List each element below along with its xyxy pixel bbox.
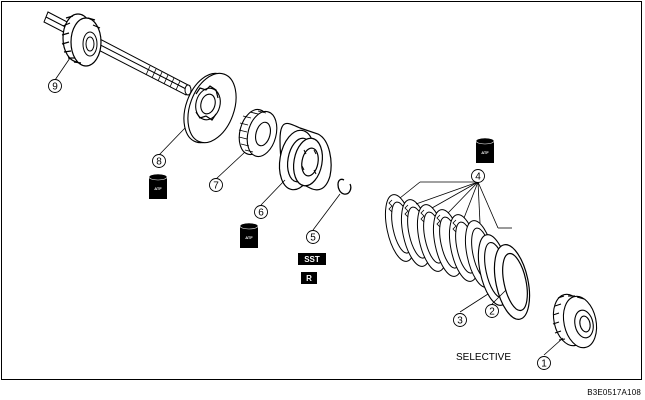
figure-frame <box>1 1 642 380</box>
callout-number: 9 <box>52 82 58 93</box>
figure-code: B3E0517A108 <box>587 388 641 397</box>
needle-bearing <box>238 108 278 158</box>
callout-number: 4 <box>475 172 481 183</box>
sst-badge: SST <box>298 253 326 265</box>
shaft-with-gear <box>43 11 192 96</box>
callout-1: 1 <box>537 356 551 370</box>
callout-number: 2 <box>489 307 495 318</box>
callout-6: 6 <box>254 205 268 219</box>
clutch-plates <box>384 194 496 288</box>
atf-container: ATF <box>148 173 168 199</box>
atf-label: ATF <box>481 150 489 155</box>
sst-label: SST <box>304 255 320 264</box>
callout-number: 7 <box>213 181 219 192</box>
callout-number: 3 <box>457 316 463 327</box>
selective-label: SELECTIVE <box>456 352 511 363</box>
callout-number: 6 <box>258 208 264 219</box>
leader-lines <box>54 57 564 356</box>
r-badge: R <box>301 272 317 284</box>
callout-5: 5 <box>306 230 320 244</box>
clutch-drum <box>278 122 332 191</box>
callout-8: 8 <box>152 154 166 168</box>
thrust-washer <box>183 72 237 144</box>
callout-2: 2 <box>485 304 499 318</box>
callout-3: 3 <box>453 313 467 327</box>
retaining-plate <box>493 244 531 320</box>
atf-container: ATF <box>239 222 259 248</box>
callout-7: 7 <box>209 178 223 192</box>
callout-number: 5 <box>310 233 316 244</box>
gear-part <box>552 293 598 349</box>
callout-number: 1 <box>541 359 547 370</box>
atf-label: ATF <box>154 186 162 191</box>
snap-ring <box>337 178 352 195</box>
r-label: R <box>306 274 312 283</box>
atf-container: ATF <box>475 137 495 163</box>
callout-4: 4 <box>471 169 485 183</box>
callout-9: 9 <box>48 79 62 93</box>
atf-label: ATF <box>245 235 253 240</box>
callout-number: 8 <box>156 157 162 168</box>
